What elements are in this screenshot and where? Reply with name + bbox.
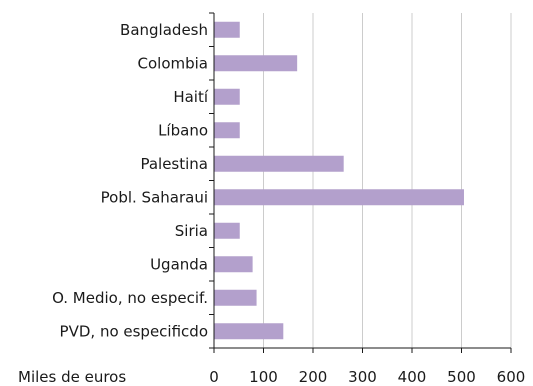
x-axis-label: Miles de euros (18, 368, 126, 386)
bar (214, 122, 240, 139)
x-tick-label: 100 (249, 368, 278, 386)
bar (214, 256, 253, 273)
category-label: Colombia (138, 54, 209, 72)
x-tick-label: 200 (299, 368, 328, 386)
category-labels: BangladeshColombiaHaitíLíbanoPalestinaPo… (52, 21, 209, 341)
bar (214, 155, 344, 172)
x-tick-label: 0 (209, 368, 219, 386)
x-tick-label: 500 (447, 368, 476, 386)
bars (214, 21, 464, 340)
category-label: Palestina (140, 155, 208, 173)
category-label: Pobl. Saharaui (101, 188, 208, 206)
category-label: Bangladesh (120, 21, 208, 39)
bar (214, 21, 240, 38)
category-label: Uganda (150, 255, 208, 273)
bar (214, 323, 284, 340)
axes (209, 12, 512, 353)
bar (214, 222, 240, 239)
category-label: O. Medio, no especif. (52, 289, 208, 307)
category-label: Haití (173, 88, 209, 106)
bar (214, 88, 240, 105)
grid-lines (263, 13, 512, 348)
bar (214, 55, 298, 72)
bar (214, 189, 464, 206)
category-label: Siria (175, 222, 208, 240)
tick-labels: 0 100 200 300 400 500 600 (209, 368, 525, 386)
category-label: Líbano (158, 121, 208, 139)
x-tick-label: 400 (398, 368, 427, 386)
category-label: PVD, no especificdo (60, 322, 208, 340)
x-tick-label: 600 (497, 368, 526, 386)
x-tick-label: 300 (348, 368, 377, 386)
bar (214, 289, 257, 306)
